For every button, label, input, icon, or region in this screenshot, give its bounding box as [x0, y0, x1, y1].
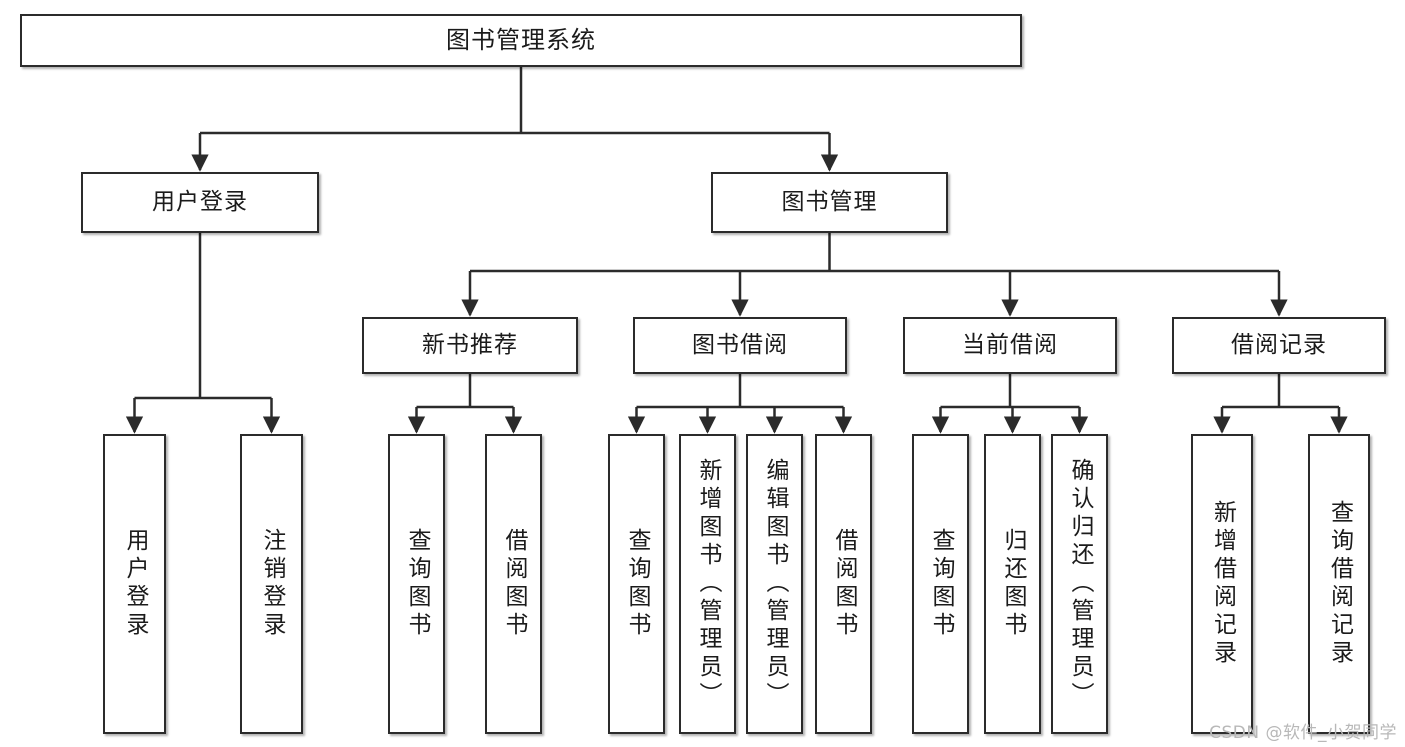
node-user-login[interactable]: 用户登录 [81, 172, 319, 233]
node-leaf-borrow-book-2[interactable]: 借阅图书 [815, 434, 872, 734]
node-leaf-query-book-2[interactable]: 查询图书 [608, 434, 665, 734]
node-book-manage[interactable]: 图书管理 [711, 172, 948, 233]
node-root-label: 图书管理系统 [446, 25, 596, 54]
node-leaf-logout[interactable]: 注销登录 [240, 434, 303, 734]
node-leaf-borrow-book-2-label: 借阅图书 [831, 528, 857, 640]
node-book-borrow[interactable]: 图书借阅 [633, 317, 847, 374]
node-root[interactable]: 图书管理系统 [20, 14, 1022, 67]
node-leaf-add-record-label: 新增借阅记录 [1209, 500, 1236, 668]
node-book-borrow-label: 图书借阅 [692, 332, 788, 359]
node-leaf-user-login[interactable]: 用户登录 [103, 434, 166, 734]
node-leaf-borrow-book-1-label: 借阅图书 [501, 528, 527, 640]
node-leaf-return-book-label: 归还图书 [1000, 528, 1026, 640]
node-leaf-confirm-return[interactable]: 确认归还（管理员） [1051, 434, 1108, 734]
node-leaf-add-book-admin-label: 新增图书（管理员） [695, 458, 721, 710]
node-leaf-user-login-label: 用户登录 [122, 528, 148, 640]
node-leaf-edit-book-admin-label: 编辑图书（管理员） [762, 458, 788, 710]
node-leaf-logout-label: 注销登录 [259, 528, 285, 640]
node-leaf-return-book[interactable]: 归还图书 [984, 434, 1041, 734]
node-leaf-query-book-3[interactable]: 查询图书 [912, 434, 969, 734]
node-leaf-query-record[interactable]: 查询借阅记录 [1308, 434, 1370, 734]
node-leaf-query-book-3-label: 查询图书 [928, 528, 954, 640]
node-leaf-add-record[interactable]: 新增借阅记录 [1191, 434, 1253, 734]
node-leaf-query-book-1[interactable]: 查询图书 [388, 434, 445, 734]
node-leaf-confirm-return-label: 确认归还（管理员） [1067, 458, 1093, 710]
node-leaf-borrow-book-1[interactable]: 借阅图书 [485, 434, 542, 734]
node-leaf-edit-book-admin[interactable]: 编辑图书（管理员） [746, 434, 803, 734]
node-current-borrow-label: 当前借阅 [962, 332, 1058, 359]
node-current-borrow[interactable]: 当前借阅 [903, 317, 1117, 374]
node-user-login-label: 用户登录 [152, 189, 248, 216]
node-leaf-query-book-1-label: 查询图书 [404, 528, 430, 640]
node-leaf-query-record-label: 查询借阅记录 [1326, 500, 1353, 668]
watermark-text: CSDN @软件_小贺同学 [1209, 723, 1397, 743]
node-new-book-recommend[interactable]: 新书推荐 [362, 317, 578, 374]
node-book-manage-label: 图书管理 [781, 189, 878, 216]
node-new-book-recommend-label: 新书推荐 [422, 332, 518, 359]
node-borrow-record-label: 借阅记录 [1231, 332, 1327, 359]
node-borrow-record[interactable]: 借阅记录 [1172, 317, 1386, 374]
node-leaf-add-book-admin[interactable]: 新增图书（管理员） [679, 434, 736, 734]
node-leaf-query-book-2-label: 查询图书 [624, 528, 650, 640]
